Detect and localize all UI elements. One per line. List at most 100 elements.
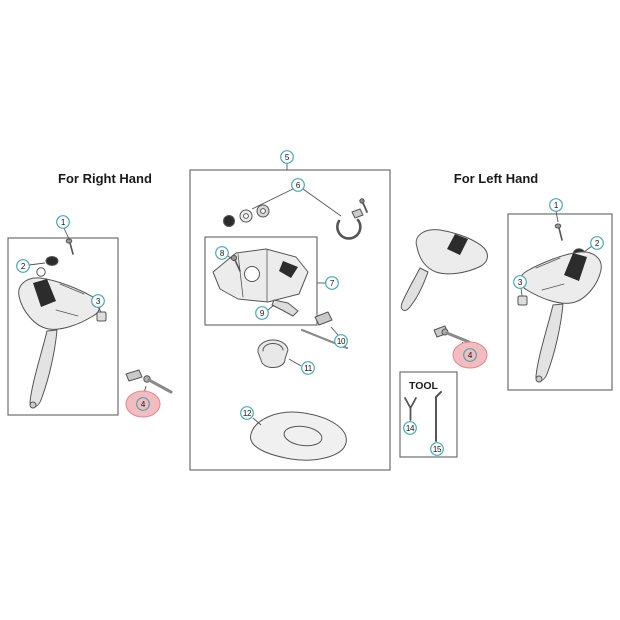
lever-blade-tip xyxy=(535,375,543,383)
callout-number: 3 xyxy=(96,297,101,306)
callout-circle xyxy=(240,406,254,420)
clamp-screw-head xyxy=(359,198,365,204)
callout-number: 8 xyxy=(220,249,225,258)
callout-circle xyxy=(325,276,339,290)
mounting-screw-shaft xyxy=(69,242,74,255)
bracket-cover-opening xyxy=(283,425,323,447)
highlight-ellipse-right-4 xyxy=(125,390,161,418)
lever-blade-tip xyxy=(29,401,37,409)
leader-line-6b xyxy=(302,188,342,217)
callout-6: 6 xyxy=(291,178,305,192)
callout-circle xyxy=(430,442,444,456)
leader-line-3 xyxy=(520,287,523,297)
leader-line-10 xyxy=(330,326,339,336)
bracket-unit-body xyxy=(415,229,488,275)
callout-4-left-highlighted: 4 xyxy=(463,348,477,362)
callout-3-right: 3 xyxy=(91,294,105,308)
washer-hole xyxy=(243,213,249,219)
callout-number: 4 xyxy=(141,400,146,409)
callout-1-left: 1 xyxy=(549,198,563,212)
callout-number: 15 xyxy=(433,445,442,454)
leader-line-11 xyxy=(288,358,302,367)
mechanism-screw-head xyxy=(230,254,238,262)
body-detail-line xyxy=(55,309,79,317)
dark-washer xyxy=(223,215,235,227)
tool-callouts: 14 15 xyxy=(403,421,444,456)
callout-circle xyxy=(513,275,527,289)
mounting-screw-shaft xyxy=(558,227,563,241)
callout-7: 7 xyxy=(325,276,339,290)
leader-line-9 xyxy=(267,304,275,311)
callout-14: 14 xyxy=(403,421,417,435)
lever-body-dark-band xyxy=(564,253,587,281)
callout-number: 2 xyxy=(21,262,26,271)
right-hand-lever-box xyxy=(7,237,119,416)
leader-line-8 xyxy=(227,255,233,260)
leader-line-1 xyxy=(63,227,70,240)
callout-number: 7 xyxy=(330,279,335,288)
clamp-screw-shaft xyxy=(362,202,368,213)
callout-number: 10 xyxy=(337,337,346,346)
callout-8: 8 xyxy=(215,246,229,260)
clamp-half-shell xyxy=(257,339,289,368)
center-assembly-box xyxy=(189,169,391,471)
mounting-screw-head xyxy=(554,223,562,229)
callout-number: 4 xyxy=(468,351,473,360)
lever-end-cap xyxy=(45,256,59,266)
callout-circle xyxy=(301,361,315,375)
hex-wrench-bend xyxy=(435,391,442,398)
callout-4-right-highlighted: 4 xyxy=(136,397,150,411)
center-callouts: 5 6 7 8 9 10 1 xyxy=(215,150,348,420)
callout-circle xyxy=(136,397,150,411)
highlight-ellipse-left-4 xyxy=(452,341,488,369)
leader-line-12 xyxy=(252,417,262,426)
adjustment-block xyxy=(517,295,528,306)
callout-2-left: 2 xyxy=(590,236,604,250)
callout-12: 12 xyxy=(240,406,254,420)
section-labels: For Right Hand For Left Hand xyxy=(58,171,538,186)
callout-number: 2 xyxy=(595,239,600,248)
mechanism-detail-line xyxy=(237,253,244,298)
callout-number: 5 xyxy=(285,153,290,162)
frame-boxes xyxy=(7,169,613,471)
adjustment-block xyxy=(96,311,107,322)
right-hand-section-label: For Right Hand xyxy=(58,171,152,186)
washer-hole xyxy=(260,208,266,214)
body-detail-line xyxy=(59,283,85,295)
hex-wrench-icon xyxy=(435,391,442,442)
callout-9: 9 xyxy=(255,306,269,320)
center-drawing xyxy=(212,198,368,461)
callout-circle xyxy=(16,259,30,273)
callout-circle xyxy=(463,348,477,362)
clamp-band-tab xyxy=(351,208,364,219)
callout-circle xyxy=(91,294,105,308)
callout-circle xyxy=(255,306,269,320)
body-detail-line xyxy=(535,257,561,269)
leader-line-2 xyxy=(28,262,46,266)
callout-circle xyxy=(56,215,70,229)
left-hand-section-label: For Left Hand xyxy=(454,171,539,186)
callout-circle xyxy=(590,236,604,250)
tool-section: TOOL 14 15 xyxy=(403,380,444,456)
mechanism-dark-wedge xyxy=(279,261,298,278)
y-wrench-left-prong xyxy=(404,397,412,409)
leader-line-6a xyxy=(251,188,294,210)
left-hand-assembly: 1 2 3 4 xyxy=(400,198,604,383)
left-hand-lever-box xyxy=(507,213,613,391)
body-detail-line xyxy=(541,283,565,291)
fixing-bolt-shaft xyxy=(147,378,173,394)
lever-body-dark-band xyxy=(33,279,56,307)
callout-1-right: 1 xyxy=(56,215,70,229)
clamp-half-shell-detail xyxy=(262,343,284,352)
left-hand-callouts: 1 2 3 4 xyxy=(463,198,604,362)
leader-line-1 xyxy=(555,210,559,223)
tool-box xyxy=(399,371,458,458)
callout-5: 5 xyxy=(280,150,294,164)
callout-number: 11 xyxy=(304,364,313,373)
center-inner-detail-box xyxy=(204,236,318,326)
callout-3-left: 3 xyxy=(513,275,527,289)
callout-number: 14 xyxy=(406,424,415,433)
tool-icons xyxy=(404,391,442,442)
